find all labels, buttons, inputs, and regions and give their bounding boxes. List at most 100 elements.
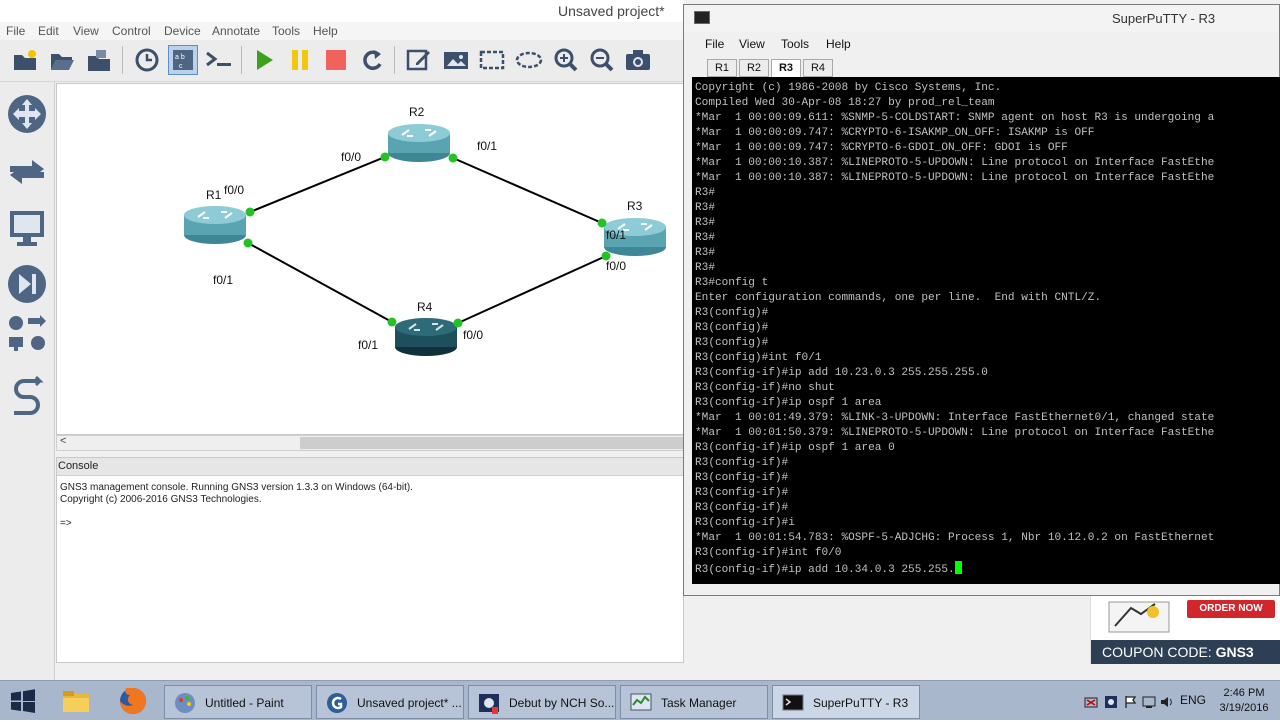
terminal-line: R3(config)# [695, 322, 769, 334]
gns3-ad-banner[interactable]: ORDER NOW COUPON CODE: GNS3 [1090, 596, 1280, 664]
zoom-out-icon[interactable] [587, 45, 617, 75]
end-devices-monitor-icon[interactable] [5, 206, 49, 250]
screenshot-camera-icon[interactable] [623, 45, 653, 75]
putty-menu-help[interactable]: Help [826, 37, 851, 51]
draw-ellipse-icon[interactable] [514, 45, 544, 75]
scroll-left-arrow-icon[interactable]: < [60, 435, 67, 447]
topology-canvas[interactable]: R1 R2 R3 R4 f0/0 f0/1 f0/0 f0/1 f0/1 f0/… [56, 83, 684, 435]
terminal-line: R3(config-if)# [695, 472, 789, 484]
taskbar-label: Debut by NCH So... [509, 696, 615, 710]
windows-taskbar: Untitled - Paint Unsaved project* ... De… [0, 680, 1280, 720]
zoom-in-icon[interactable] [551, 45, 581, 75]
link-dot [380, 152, 390, 162]
taskbar-item-task-manager[interactable]: Task Manager [620, 685, 768, 719]
router-r4[interactable] [395, 318, 457, 356]
console-output[interactable]: GNS3 management console. Running GNS3 ve… [60, 482, 413, 530]
scrollbar-thumb[interactable] [300, 437, 685, 449]
tab-r1[interactable]: R1 [707, 59, 737, 77]
router-r1[interactable] [184, 206, 246, 244]
start-all-icon[interactable] [249, 45, 279, 75]
clock[interactable]: 2:46 PM 3/19/2016 [1214, 686, 1274, 716]
routers-move-icon[interactable] [5, 92, 49, 136]
link-dot [245, 207, 255, 217]
firefox-icon[interactable] [117, 685, 149, 717]
language-indicator[interactable]: ENG [1180, 693, 1207, 707]
menu-help[interactable]: Help [313, 24, 338, 38]
terminal-line: R3(config-if)#ip ospf 1 area [695, 397, 882, 409]
tab-r4[interactable]: R4 [803, 59, 833, 77]
network-signal-icon[interactable] [1142, 695, 1156, 709]
switches-arrows-icon[interactable] [5, 150, 49, 194]
terminal-line: R3(config-if)# [695, 487, 789, 499]
menu-edit[interactable]: Edit [38, 24, 59, 38]
link-r1-r4[interactable] [247, 242, 393, 323]
putty-menu-tools[interactable]: Tools [781, 37, 810, 51]
suspend-all-icon[interactable] [285, 45, 315, 75]
iface-label-r1-f01: f0/1 [213, 273, 233, 287]
draw-rectangle-icon[interactable] [477, 45, 507, 75]
new-project-icon[interactable] [10, 45, 40, 75]
terminal-line: R3# [695, 202, 715, 214]
start-windows-icon[interactable] [10, 689, 36, 713]
menu-device[interactable]: Device [164, 24, 201, 38]
terminal-line: *Mar 1 00:00:10.387: %LINEPROTO-5-UPDOWN… [695, 157, 1215, 169]
taskbar-item-superputty[interactable]: SuperPuTTY - R3 [772, 685, 920, 719]
open-project-icon[interactable] [47, 45, 77, 75]
menu-control[interactable]: Control [112, 24, 151, 38]
router-r3[interactable] [604, 218, 666, 256]
tray-app-icon[interactable] [1104, 695, 1118, 709]
link-dot [601, 251, 611, 261]
link-r1-r2[interactable] [249, 156, 386, 213]
console-line: Copyright (c) 2006-2016 GNS3 Technologie… [60, 494, 262, 505]
link-r4-r3[interactable] [457, 255, 607, 324]
putty-menu-view[interactable]: View [739, 37, 765, 51]
terminal-line: Enter configuration commands, one per li… [695, 292, 1102, 304]
reload-all-icon[interactable] [357, 45, 387, 75]
stop-all-icon[interactable] [321, 45, 351, 75]
terminal-line: R3(config)# [695, 307, 769, 319]
taskbar-item-gns3[interactable]: Unsaved project* ... [316, 685, 464, 719]
iface-label-r4-f00: f0/0 [463, 328, 483, 342]
security-devices-icon[interactable] [5, 262, 49, 306]
putty-menu-file[interactable]: File [705, 37, 725, 51]
console-all-icon[interactable] [204, 45, 234, 75]
save-project-icon[interactable] [84, 45, 114, 75]
gns3-window-title: Unsaved project* [558, 3, 665, 19]
terminal-current-input: R3(config-if)#ip add 10.34.0.3 255.255. [695, 564, 955, 576]
terminal-line: R3(config)# [695, 337, 769, 349]
router-r2[interactable] [388, 124, 450, 162]
tab-r2[interactable]: R2 [739, 59, 769, 77]
link-dot [448, 153, 458, 163]
all-devices-icon[interactable] [5, 312, 49, 356]
console-prompt: => [60, 518, 72, 529]
file-explorer-icon[interactable] [60, 686, 92, 716]
device-types-dock [0, 82, 55, 682]
taskbar-item-debut[interactable]: Debut by NCH So... [468, 685, 616, 719]
add-link-cable-icon[interactable] [5, 374, 49, 418]
network-tray-icon[interactable] [1084, 695, 1098, 709]
insert-picture-icon[interactable] [441, 45, 471, 75]
snapshot-clock-icon[interactable] [132, 45, 162, 75]
menu-tools[interactable]: Tools [272, 24, 301, 38]
menu-file[interactable]: File [6, 24, 26, 38]
clock-time: 2:46 PM [1223, 687, 1265, 699]
add-note-icon[interactable] [404, 45, 434, 75]
terminal-line: *Mar 1 00:00:09.747: %CRYPTO-6-GDOI_ON_O… [695, 142, 1068, 154]
order-now-button[interactable]: ORDER NOW [1187, 600, 1275, 618]
menu-view[interactable]: View [73, 24, 99, 38]
canvas-horizontal-scrollbar[interactable]: < [56, 435, 685, 451]
terminal-line: *Mar 1 00:00:09.611: %SNMP-5-COLDSTART: … [695, 112, 1215, 124]
taskbar-item-paint[interactable]: Untitled - Paint [164, 685, 312, 719]
tab-r3[interactable]: R3 [771, 59, 801, 78]
terminal-line: R3#config t [695, 277, 769, 289]
menu-annotate[interactable]: Annotate [212, 24, 261, 38]
flag-tray-icon[interactable] [1124, 695, 1138, 709]
link-r2-r3[interactable] [452, 157, 603, 224]
terminal-screen[interactable]: Copyright (c) 1986-2008 by Cisco Systems… [692, 77, 1280, 584]
gns3-app-icon [327, 693, 347, 713]
toolbar-separator [122, 46, 123, 74]
volume-icon[interactable] [1160, 695, 1174, 709]
terminal-line: *Mar 1 00:00:09.747: %CRYPTO-6-ISAKMP_ON… [695, 127, 1095, 139]
svg-text:a b: a b [175, 54, 185, 61]
